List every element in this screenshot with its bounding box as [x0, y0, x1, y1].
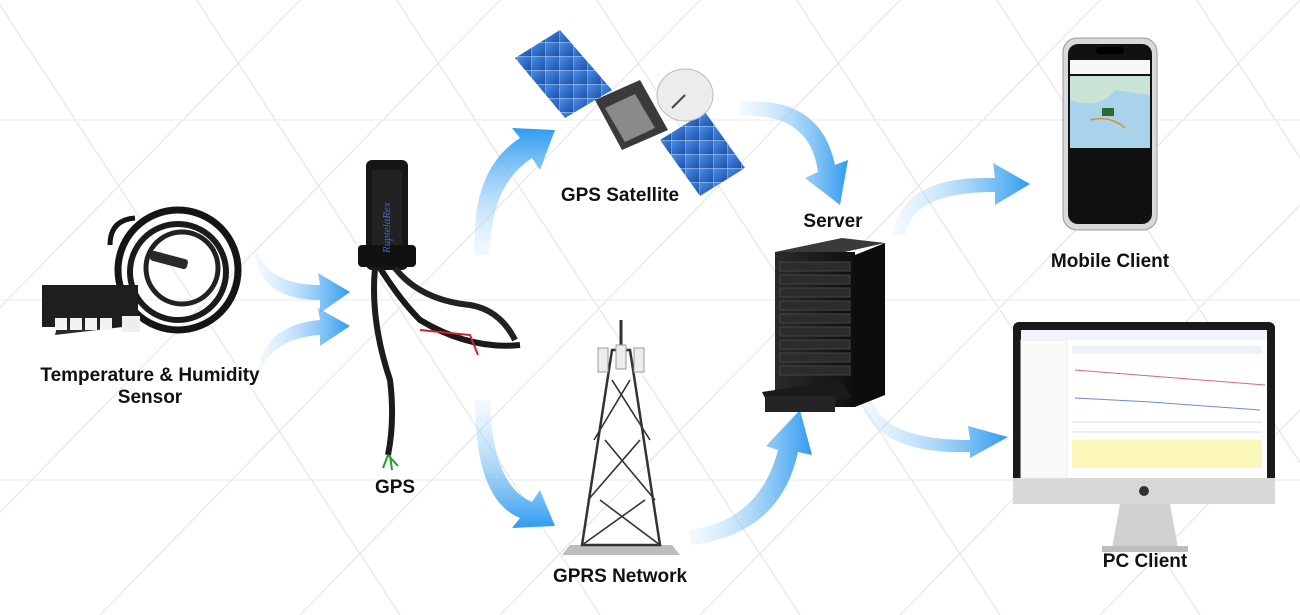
- sensor-label: Temperature & Humidity Sensor: [20, 365, 280, 409]
- sensor-label-line1: Temperature & Humidity: [40, 365, 260, 386]
- gps-brand-word: RuptelaRex: [381, 202, 393, 254]
- arrow-server-pc: [858, 395, 1008, 458]
- gps-brand-mark: RuptelaRex: [380, 175, 394, 255]
- gprs-tower: [562, 320, 680, 555]
- sensor-label-line2: Sensor: [117, 387, 183, 408]
- arrows: [255, 101, 1030, 545]
- arrow-server-mobile: [893, 163, 1030, 235]
- satellite-label: GPS Satellite: [560, 185, 680, 206]
- mobile-label: Mobile Client: [1050, 251, 1170, 272]
- gps-label: GPS: [374, 477, 416, 498]
- mobile-device: [1062, 37, 1158, 231]
- server-label: Server: [803, 211, 863, 232]
- pc-device: [1013, 322, 1275, 552]
- arrow-gps-satellite: [474, 128, 555, 255]
- server-device: [762, 238, 885, 412]
- arrow-gps-gprs: [475, 400, 555, 528]
- sensor-device: [42, 206, 242, 335]
- satellite-device: [515, 30, 745, 196]
- gps-device: [358, 160, 521, 471]
- arrow-sensor-gps-1: [255, 245, 350, 313]
- gprs-label: GPRS Network: [552, 566, 688, 587]
- arrow-gprs-server: [690, 410, 812, 545]
- gps-brand-text: RuptelaRex: [381, 202, 393, 254]
- pc-label: PC Client: [1102, 551, 1188, 572]
- arrow-sensor-gps-2: [258, 308, 350, 375]
- arrow-satellite-server: [740, 101, 848, 205]
